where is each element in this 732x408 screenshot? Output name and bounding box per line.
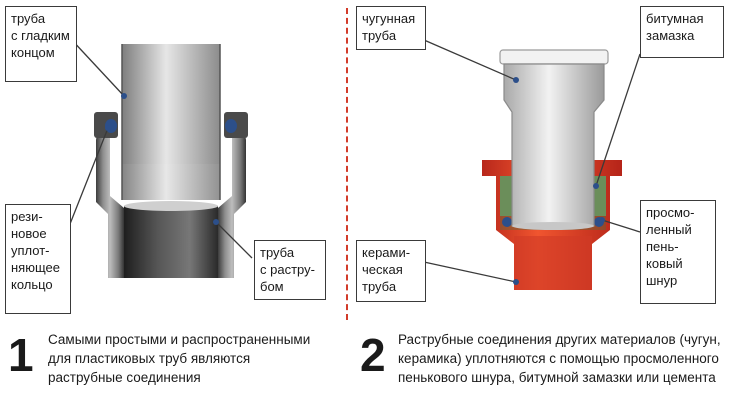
socket-right-wall: [218, 116, 246, 278]
label-ceramic-pipe: керами- ческая труба: [356, 240, 426, 302]
panel-divider: [346, 8, 348, 320]
caption-number-2: 2: [360, 329, 386, 381]
label-socket-pipe: труба с растру- бом: [254, 240, 326, 300]
pipe-end-rim: [124, 201, 218, 211]
label-hemp-cord: просмо- ленный пень- ковый шнур: [640, 200, 716, 304]
rubber-ring-right: [225, 119, 237, 133]
label-bitumen: битумная замазка: [640, 6, 724, 58]
label-smooth-pipe: труба с гладким концом: [5, 6, 77, 82]
socket-left-wall: [96, 116, 124, 278]
ceramic-socket-joint: [482, 49, 622, 290]
caption-number-1: 1: [8, 329, 34, 381]
caption-right: Раструбные соединения других материалов …: [398, 332, 721, 385]
cast-iron-cap: [499, 49, 609, 65]
bitumen-seal-right: [594, 176, 606, 216]
leader-lines: [69, 37, 641, 283]
plastic-socket-joint: [94, 44, 248, 278]
smooth-pipe-inserted: [122, 130, 220, 200]
cast-iron-pipe: [503, 63, 605, 227]
leader-dots: [105, 77, 605, 285]
hemp-cord-left: [502, 217, 512, 227]
caption-left: Самыми простыми и распространенными для …: [48, 332, 311, 385]
label-cast-iron-pipe: чугунная труба: [356, 6, 426, 50]
label-rubber-ring: рези- новое уплот- няющее кольцо: [5, 204, 71, 314]
socket-pipe-lower: [124, 206, 218, 278]
bitumen-seal-left: [500, 176, 512, 216]
